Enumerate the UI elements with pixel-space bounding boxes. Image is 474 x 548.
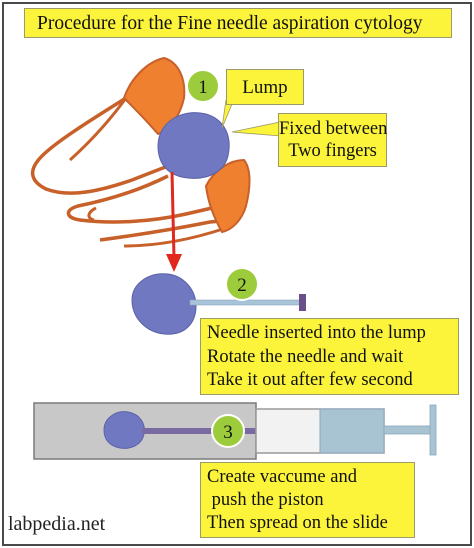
step-badge-1: 1 (186, 69, 220, 103)
syringe-thumb-rest (429, 404, 437, 456)
step2-line-1: Needle inserted into the lump (207, 323, 426, 343)
fixed-between-callout: Fixed between Two fingers (278, 113, 387, 167)
syringe-plunger-head (319, 408, 385, 454)
step2-line-3: Take it out after few second (207, 370, 413, 390)
step-badge-2: 2 (225, 267, 259, 301)
thumb-outline (99, 218, 233, 242)
upper-fingernail (122, 56, 186, 136)
fixed-callout-line-1: Fixed between (279, 119, 388, 139)
step-number-2: 2 (237, 275, 247, 296)
step-number-3: 3 (223, 422, 233, 443)
lump-step3 (103, 411, 145, 449)
upper-finger-inner-line (68, 97, 128, 162)
step3-line-2: push the piston (207, 490, 324, 510)
thumb-outline-lower (123, 226, 227, 248)
needle-hub-step2 (299, 294, 306, 311)
step3-line-1: Create vaccume and (207, 467, 357, 487)
needle-step2 (189, 299, 301, 306)
step3-callout: Create vaccume and push the piston Then … (200, 462, 415, 538)
step2-callout: Needle inserted into the lump Rotate the… (200, 318, 459, 395)
syringe-needle (142, 428, 260, 434)
syringe-plunger-rod (383, 425, 433, 435)
diagram-title: Procedure for the Fine needle aspiration… (24, 8, 452, 38)
step-badge-3: 3 (211, 414, 245, 448)
red-arrow (166, 171, 182, 272)
lump-step2 (131, 273, 197, 335)
lower-fingernail (204, 158, 251, 234)
upper-finger-outline (31, 80, 169, 195)
fixed-callout-pointer (231, 121, 281, 137)
fingers-illustration (31, 56, 251, 248)
step3-line-3: Then spread on the slide (207, 513, 388, 533)
lump-callout: Lump (226, 69, 304, 105)
step-number-1: 1 (198, 77, 208, 98)
source-watermark: labpedia.net (8, 513, 106, 535)
lump-between-fingers (157, 112, 230, 179)
step2-line-2: Rotate the needle and wait (207, 346, 404, 367)
lower-finger-joint (87, 206, 97, 222)
lower-finger-outline (66, 174, 213, 224)
fixed-callout-line-2: Two fingers (288, 141, 377, 161)
